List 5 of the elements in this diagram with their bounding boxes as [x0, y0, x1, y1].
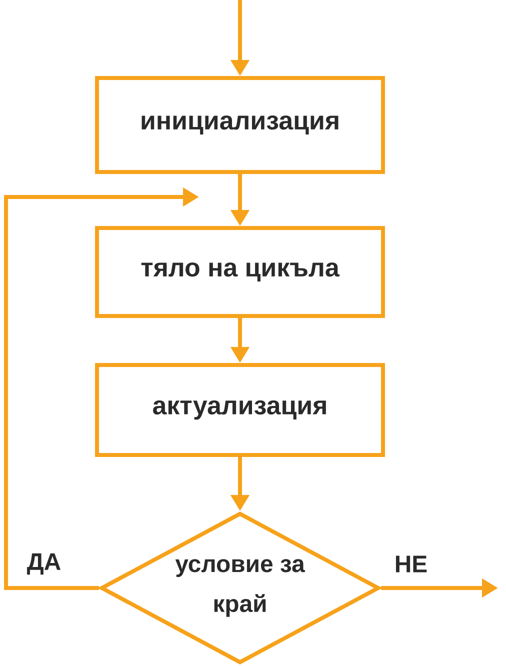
process-box: инициализация	[95, 76, 385, 174]
process-box: тяло на цикъла	[95, 226, 385, 318]
edge-label: ДА	[26, 552, 62, 576]
process-box: актуализация	[95, 363, 385, 457]
edge-label: НЕ	[393, 554, 429, 574]
